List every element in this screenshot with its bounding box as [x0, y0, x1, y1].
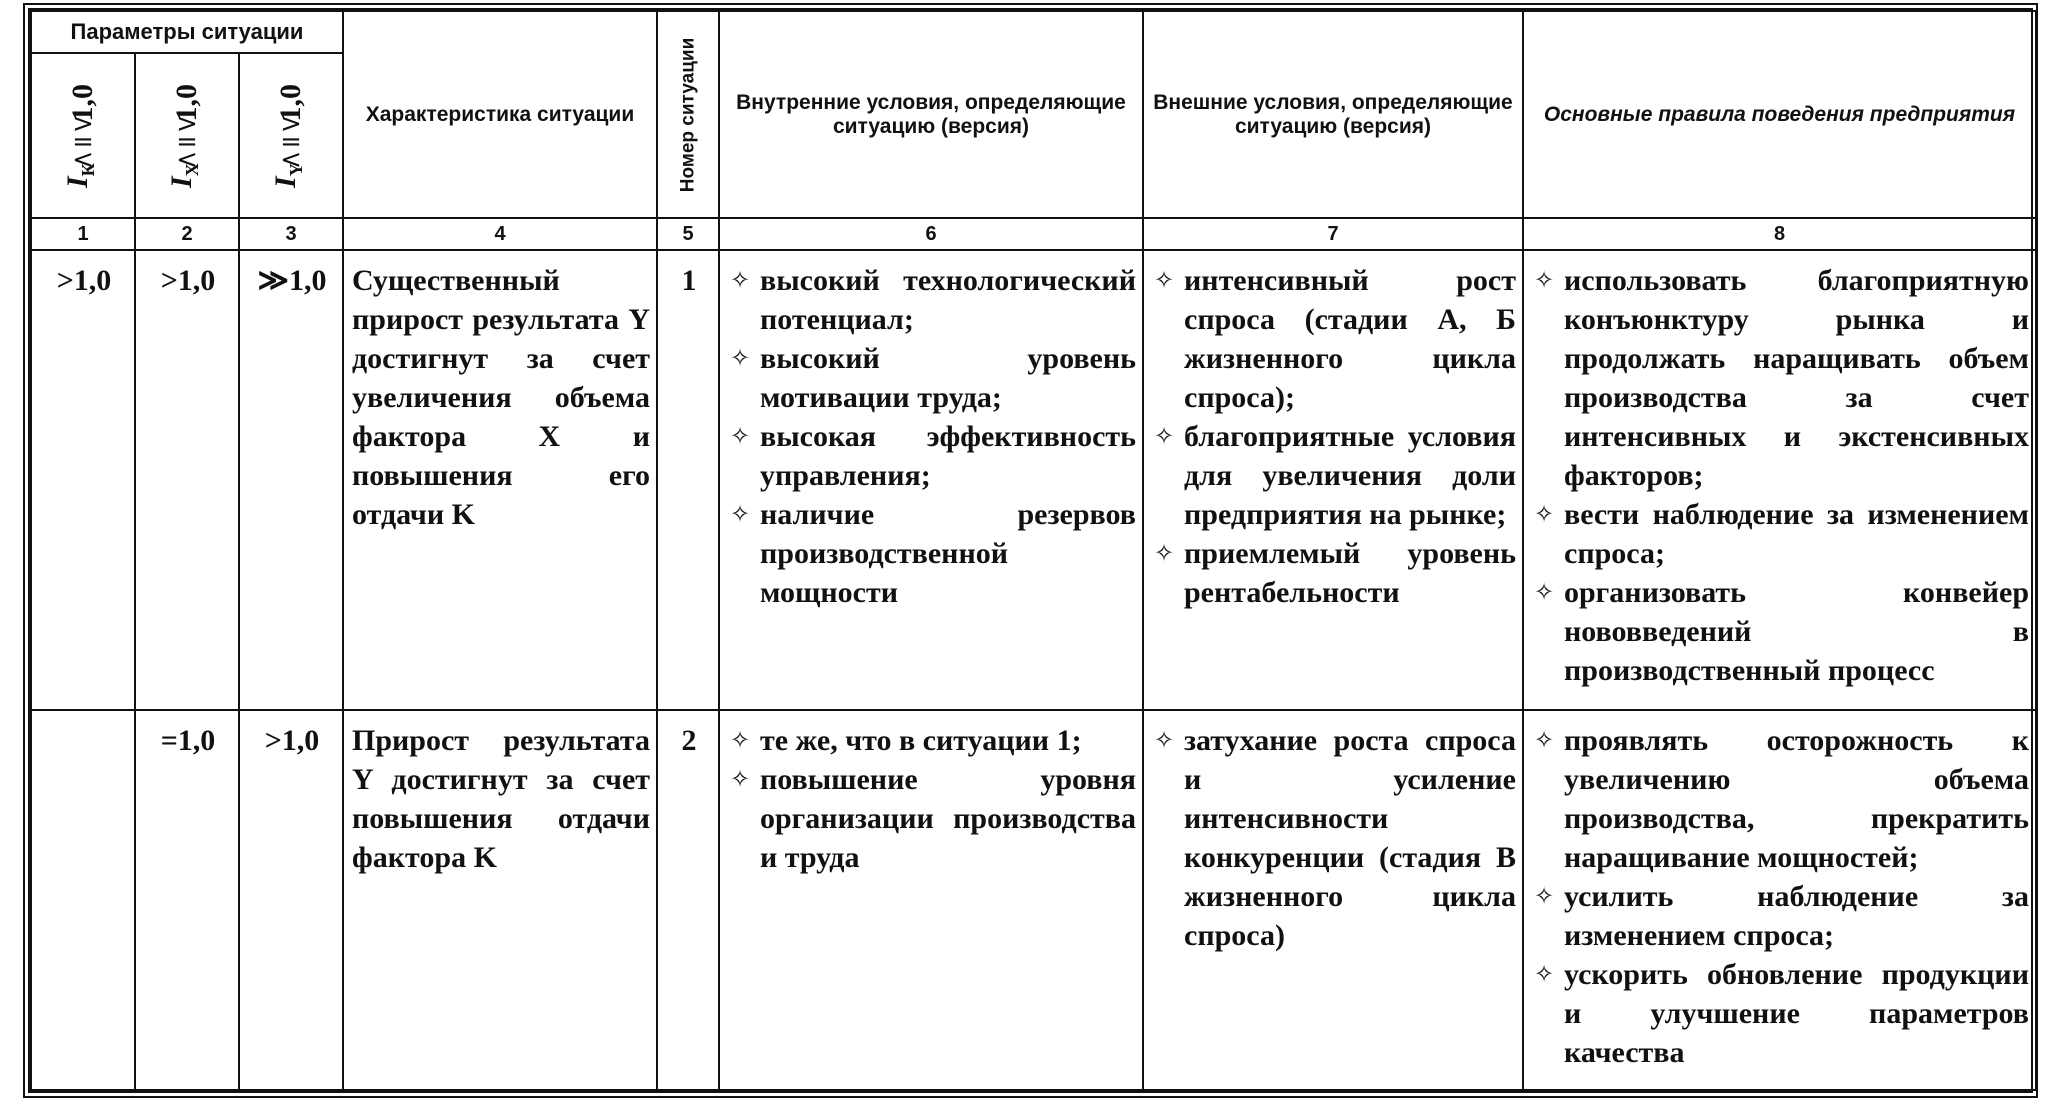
- list-item: ✧ проявлять осторожность к увеличению объ…: [1532, 721, 2029, 877]
- column-number: 4: [342, 217, 658, 251]
- column-number: 2: [134, 217, 240, 251]
- list-item-text: благоприятные условия для увеличения дол…: [1184, 420, 1516, 531]
- header-situation-number: Номер ситуации: [656, 10, 720, 219]
- behavior-rules-list: ✧ использовать благоприятную конъюнктуру …: [1532, 261, 2029, 690]
- internal-conditions-list: ✧ те же, что в ситуации 1; ✧ повышение уров…: [728, 721, 1136, 877]
- header-internal: Внутренние условия, определяющие ситуаци…: [718, 10, 1144, 219]
- list-item-text: затухание роста спроса и усиление интенс…: [1184, 724, 1516, 952]
- list-item-text: ускорить обновление продукции и улучшени…: [1564, 958, 2029, 1069]
- list-item: ✧ благоприятные условия для увеличения до…: [1152, 417, 1516, 534]
- bullet-diamond-icon: ✧: [730, 765, 751, 793]
- param-relation: >=<: [176, 108, 198, 175]
- list-item: ✧ высокая эффективность управления;: [728, 417, 1136, 495]
- list-item-text: повышение уровня организации производств…: [760, 763, 1136, 874]
- bullet-diamond-icon: ✧: [730, 726, 751, 754]
- list-item-text: интенсивный рост спроса (стадии А, Б жиз…: [1184, 264, 1516, 414]
- bullet-diamond-icon: ✧: [1154, 539, 1175, 567]
- row-internal-conditions: ✧ те же, что в ситуации 1; ✧ повышение уров…: [718, 709, 1144, 1091]
- header-param-ix: IХ >=< 1,0: [134, 52, 240, 219]
- table-row: >1,0 >1,0 ≫1,0 Существенный прирост резу…: [30, 249, 2037, 711]
- column-number: 6: [718, 217, 1144, 251]
- list-item: ✧ наличие резервов производственной мощно…: [728, 495, 1136, 612]
- bullet-diamond-icon: ✧: [730, 266, 751, 294]
- param-relation: >=<: [280, 108, 302, 175]
- row-ik-value: >1,0: [30, 249, 136, 711]
- column-number: 3: [238, 217, 344, 251]
- column-number: 1: [30, 217, 136, 251]
- external-conditions-list: ✧ интенсивный рост спроса (стадии А, Б жи…: [1152, 261, 1516, 612]
- bullet-diamond-icon: ✧: [730, 500, 751, 528]
- internal-conditions-list: ✧ высокий технологический потенциал; ✧ высо…: [728, 261, 1136, 612]
- list-item: ✧ высокий уровень мотивации труда;: [728, 339, 1136, 417]
- bullet-diamond-icon: ✧: [730, 344, 751, 372]
- list-item: ✧ повышение уровня организации производст…: [728, 760, 1136, 877]
- list-item: ✧ приемлемый уровень рентабельности: [1152, 534, 1516, 612]
- row-iy-value: >1,0: [238, 709, 344, 1091]
- row-external-conditions: ✧ затухание роста спроса и усиление интен…: [1142, 709, 1524, 1091]
- row-ix-value: >1,0: [134, 249, 240, 711]
- bullet-diamond-icon: ✧: [730, 422, 751, 450]
- list-item: ✧ вести наблюдение за изменением спроса;: [1532, 495, 2029, 573]
- bullet-diamond-icon: ✧: [1534, 960, 1555, 988]
- list-item-text: организовать конвейер нововведений в про…: [1564, 576, 2029, 687]
- row-ik-value: [30, 709, 136, 1091]
- header-rules: Основные правила поведения предприятия: [1522, 10, 2037, 219]
- row-behavior-rules: ✧ использовать благоприятную конъюнктуру …: [1522, 249, 2037, 711]
- list-item: ✧ те же, что в ситуации 1;: [728, 721, 1136, 760]
- list-item-text: вести наблюдение за изменением спроса;: [1564, 498, 2029, 570]
- column-number: 8: [1522, 217, 2037, 251]
- param-relation: >=<: [72, 108, 94, 175]
- header-external: Внешние условия, определяющие ситуацию (…: [1142, 10, 1524, 219]
- bullet-diamond-icon: ✧: [1534, 266, 1555, 294]
- list-item: ✧ высокий технологический потенциал;: [728, 261, 1136, 339]
- list-item-text: высокий уровень мотивации труда;: [760, 342, 1136, 414]
- header-param-ik: IК >=< 1,0: [30, 52, 136, 219]
- list-item-text: те же, что в ситуации 1;: [760, 724, 1082, 757]
- list-item-text: проявлять осторожность к увеличению объе…: [1564, 724, 2029, 874]
- list-item: ✧ использовать благоприятную конъюнктуру …: [1532, 261, 2029, 495]
- header-characteristic: Характеристика ситуации: [342, 10, 658, 219]
- header-param-iy: IY >=< 1,0: [238, 52, 344, 219]
- row-external-conditions: ✧ интенсивный рост спроса (стадии А, Б жи…: [1142, 249, 1524, 711]
- row-characteristic: Существенный прирост результата Y достиг…: [342, 249, 658, 711]
- list-item: ✧ ускорить обновление продукции и улучшен…: [1532, 955, 2029, 1072]
- bullet-diamond-icon: ✧: [1154, 266, 1175, 294]
- list-item-text: приемлемый уровень рентабельности: [1184, 537, 1516, 609]
- column-number: 7: [1142, 217, 1524, 251]
- situation-table-frame: Параметры ситуации Характеристика ситуац…: [23, 3, 2038, 1098]
- bullet-diamond-icon: ✧: [1534, 578, 1555, 606]
- list-item: ✧ интенсивный рост спроса (стадии А, Б жи…: [1152, 261, 1516, 417]
- list-item-text: наличие резервов производственной мощнос…: [760, 498, 1136, 609]
- row-situation-number: 2: [656, 709, 720, 1091]
- list-item: ✧ организовать конвейер нововведений в пр…: [1532, 573, 2029, 690]
- situation-table: Параметры ситуации Характеристика ситуац…: [30, 10, 2037, 1091]
- table-row: =1,0 >1,0 Прирост результата Y достигнут…: [30, 709, 2037, 1091]
- list-item-text: высокий технологический потенциал;: [760, 264, 1136, 336]
- bullet-diamond-icon: ✧: [1534, 726, 1555, 754]
- row-internal-conditions: ✧ высокий технологический потенциал; ✧ высо…: [718, 249, 1144, 711]
- list-item: ✧ затухание роста спроса и усиление интен…: [1152, 721, 1516, 955]
- column-number: 5: [656, 217, 720, 251]
- row-characteristic: Прирост результата Y достигнут за счет п…: [342, 709, 658, 1091]
- bullet-diamond-icon: ✧: [1534, 882, 1555, 910]
- header-params-group: Параметры ситуации: [30, 10, 344, 54]
- external-conditions-list: ✧ затухание роста спроса и усиление интен…: [1152, 721, 1516, 955]
- row-situation-number: 1: [656, 249, 720, 711]
- bullet-diamond-icon: ✧: [1154, 726, 1175, 754]
- header-situation-number-label: Номер ситуации: [677, 37, 699, 192]
- row-behavior-rules: ✧ проявлять осторожность к увеличению объ…: [1522, 709, 2037, 1091]
- list-item-text: высокая эффективность управления;: [760, 420, 1136, 492]
- row-iy-value: ≫1,0: [238, 249, 344, 711]
- list-item-text: использовать благоприятную конъюнктуру р…: [1564, 264, 2029, 492]
- row-ix-value: =1,0: [134, 709, 240, 1091]
- behavior-rules-list: ✧ проявлять осторожность к увеличению объ…: [1532, 721, 2029, 1072]
- bullet-diamond-icon: ✧: [1154, 422, 1175, 450]
- bullet-diamond-icon: ✧: [1534, 500, 1555, 528]
- list-item: ✧ усилить наблюдение за изменением спроса…: [1532, 877, 2029, 955]
- list-item-text: усилить наблюдение за изменением спроса;: [1564, 880, 2029, 952]
